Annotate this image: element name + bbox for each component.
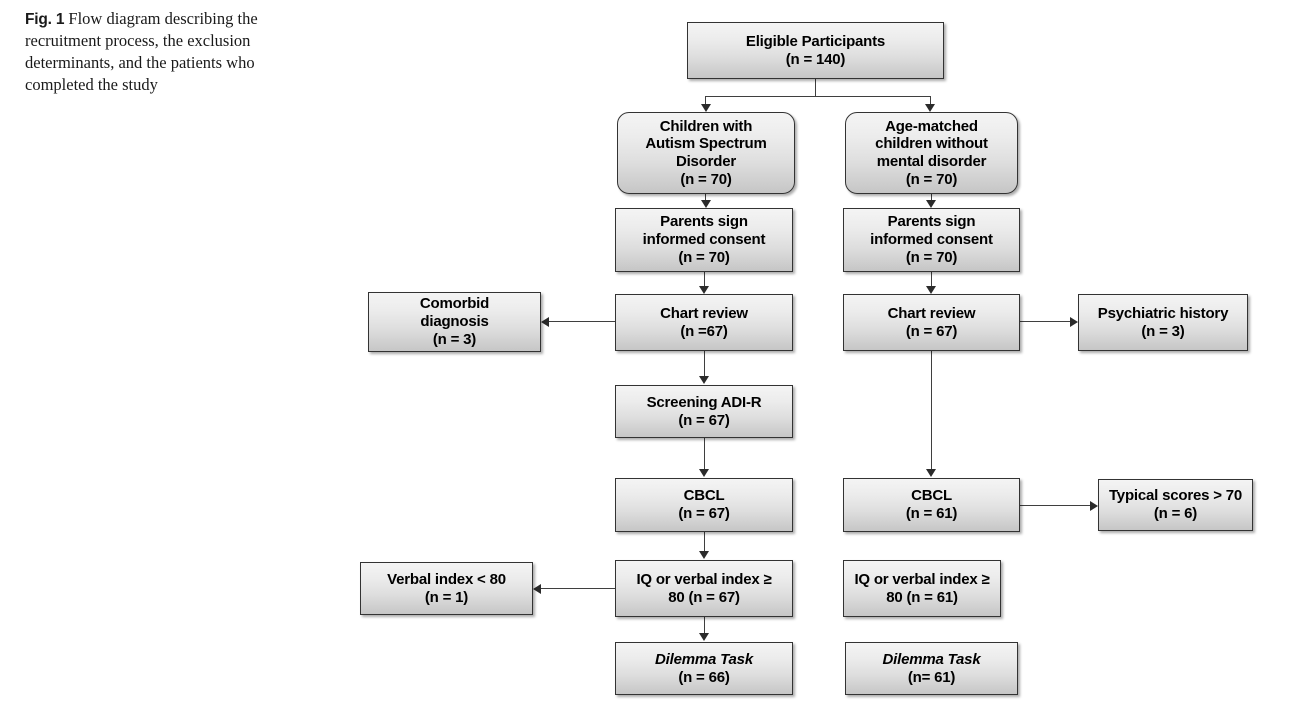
node-line: (n = 70) [678,248,730,266]
connector-iq-to-verbal-index [541,588,616,590]
node-line: (n = 70) [905,248,958,266]
node-line: (n = 70) [905,170,958,188]
node-line: Parents sign [660,213,748,231]
node-psychiatric-history: Psychiatric history (n = 3) [1078,294,1248,351]
node-line: informed consent [642,231,766,249]
node-dilemma-task-control: Dilemma Task (n= 61) [845,642,1018,695]
connector-cbcl-to-typical [1020,505,1090,507]
node-line: Parents sign [887,213,976,231]
node-line: (n = 67) [678,411,730,429]
connector-to-asd [705,96,707,106]
node-line: 80 (n = 67) [668,588,740,606]
connector-chart-to-cbcl-right [930,351,932,470]
node-line: (n = 66) [678,668,730,686]
node-line: informed consent [870,231,993,249]
arrowhead-consent-to-chart-left [699,286,710,294]
arrowhead-chart-to-cbcl-right [926,469,937,477]
arrowhead-screening-to-cbcl [699,469,710,477]
node-screening-adir: Screening ADI-R (n = 67) [615,385,793,438]
node-line: IQ or verbal index ≥ [854,570,990,588]
connector-to-control [929,96,931,106]
connector-asd-to-consent [705,194,707,202]
node-iq-asd: IQ or verbal index ≥ 80 (n = 67) [615,560,793,617]
node-verbal-index-exclusion: Verbal index < 80 (n = 1) [360,562,533,615]
connector-consent-to-chart-left [703,272,705,288]
connector-eligible-stem [814,79,816,97]
node-line: (n = 1) [424,588,469,606]
arrowhead-to-control [925,104,936,112]
figure-caption: Fig. 1 Flow diagram describing the recru… [25,8,260,95]
node-line: (n =67) [680,322,728,340]
figure-number: Fig. 1 [25,11,65,28]
node-line: Eligible Participants [745,32,886,50]
node-line: (n = 67) [678,505,730,522]
node-line: Verbal index < 80 [387,570,506,588]
node-line: children without [875,135,988,153]
node-line: mental disorder [876,153,987,170]
node-asd-group: Children with Autism Spectrum Disorder (… [617,112,795,194]
node-line: 80 (n = 61) [886,588,958,606]
node-cbcl-asd: CBCL (n = 67) [615,478,793,532]
node-chart-review-control: Chart review (n = 67) [843,294,1020,351]
node-comorbid-diagnosis: Comorbid diagnosis (n = 3) [368,292,541,352]
node-line: (n = 6) [1153,505,1198,522]
connector-iq-to-dilemma [703,617,705,634]
arrowhead-iq-to-dilemma [699,633,710,641]
connector-eligible-fork [705,96,930,98]
connector-chart-to-comorbid [549,321,616,323]
arrowhead-chart-to-comorbid [541,316,549,327]
node-line: (n= 61) [907,668,956,686]
node-line: Autism Spectrum [645,135,767,153]
arrowhead-iq-to-verbal-index [533,583,541,594]
arrowhead-chart-to-screening [699,376,710,384]
node-line: Disorder [675,153,737,170]
node-line: Chart review [887,304,976,322]
node-consent-asd: Parents sign informed consent (n = 70) [615,208,793,272]
connector-chart-to-screening [703,351,705,377]
node-line: Psychiatric history [1097,304,1229,322]
node-line: (n = 70) [680,170,732,188]
arrowhead-cbcl-to-iq-left [699,551,710,559]
node-line: CBCL [683,487,725,505]
node-line: Screening ADI-R [646,393,762,411]
node-control-group: Age-matched children without mental diso… [845,112,1018,194]
node-chart-review-asd: Chart review (n =67) [615,294,793,351]
node-line: IQ or verbal index ≥ [636,570,772,588]
node-cbcl-control: CBCL (n = 61) [843,478,1020,532]
node-line: Dilemma Task [655,650,753,668]
arrowhead-consent-to-chart-right [926,286,937,294]
node-line: (n = 3) [1141,322,1185,340]
node-line: (n = 140) [785,50,846,68]
connector-cbcl-to-iq-left [703,532,705,552]
arrowhead-asd-to-consent [700,200,711,208]
node-line: Comorbid [419,295,490,313]
node-line: (n = 3) [432,330,477,348]
node-line: Dilemma Task [882,650,981,668]
node-typical-scores: Typical scores > 70 (n = 6) [1098,479,1253,531]
node-consent-control: Parents sign informed consent (n = 70) [843,208,1020,272]
node-dilemma-task-asd: Dilemma Task (n = 66) [615,642,793,695]
node-line: Children with [659,117,753,135]
arrowhead-cbcl-to-typical [1090,500,1098,511]
node-line: CBCL [911,487,952,505]
node-line: (n = 67) [905,322,958,340]
node-eligible-participants: Eligible Participants (n = 140) [687,22,944,79]
arrowhead-chart-to-psychiatric [1070,316,1078,327]
node-line: Age-matched [885,117,978,135]
connector-control-to-consent [930,194,932,202]
connector-screening-to-cbcl [703,438,705,470]
arrowhead-to-asd [700,104,711,112]
node-line: (n = 61) [905,505,958,522]
node-line: diagnosis [420,313,489,331]
connector-chart-to-psychiatric [1020,321,1070,323]
figure-caption-text: Flow diagram describing the recruitment … [25,9,258,94]
node-iq-control: IQ or verbal index ≥ 80 (n = 61) [843,560,1001,617]
node-line: Typical scores > 70 [1108,487,1243,505]
arrowhead-control-to-consent [926,200,937,208]
connector-consent-to-chart-right [930,272,932,288]
node-line: Chart review [660,304,748,322]
